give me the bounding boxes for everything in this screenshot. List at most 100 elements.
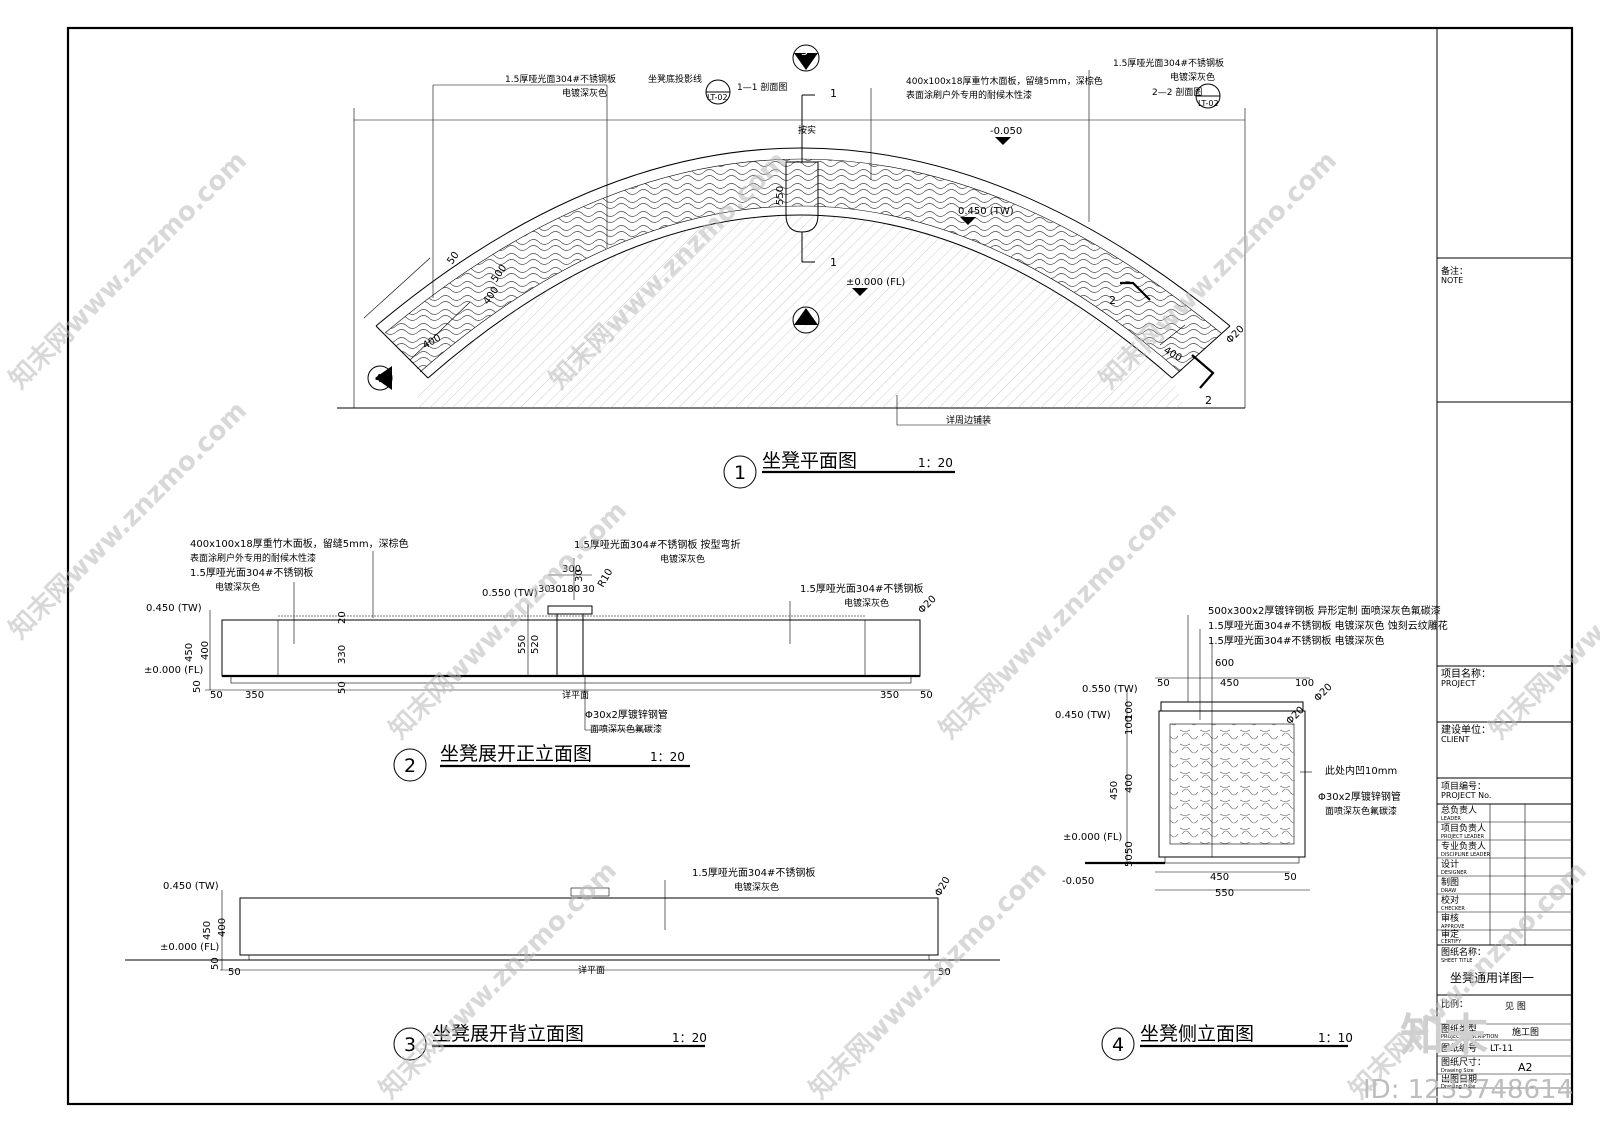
svg-text:PROJECT LEADER: PROJECT LEADER [1441,834,1485,840]
front-scale: 1：20 [650,750,685,764]
back-steel-l2: 电镀深灰色 [734,881,779,893]
back-title: 坐凳展开背立面图 [432,1023,584,1045]
front-dim-30a: 30 [538,584,551,595]
callout-2: 2 [792,306,820,334]
side-dim-550: 550 [1215,888,1234,899]
svg-text:知末网www.znzmo.com: 知末网www.znzmo.com [4,146,253,395]
plan-steel-r1: 1.5厚哑光面304#不锈钢板 [1113,57,1224,69]
svg-text:APPROVE: APPROVE [1441,924,1464,930]
side-dim-600: 600 [1215,658,1234,669]
front-level-fl: ±0.000 (FL) [144,665,203,676]
svg-text:LEADER: LEADER [1441,816,1461,822]
tb-desc-cn: 图纸类型 [1441,1023,1477,1035]
watermark-logo: 知末 [1400,1010,1488,1061]
tb-client-cn: 建设单位： [1441,723,1491,736]
side-dim-450v: 450 [1109,781,1120,800]
tb-sheet-title-en: SHEET TITLE [1441,958,1472,964]
callout-4: 4 [367,365,393,391]
title-block [1436,28,1572,1104]
svg-text:审核: 审核 [1441,912,1459,924]
tb-desc-val: 施工图 [1512,1026,1539,1038]
plan-sec22: 2—2 剖面图 [1152,86,1202,98]
front-elevation [205,551,930,731]
plan-wood-l1: 400x100x18厚重竹木面板，留缝5mm，深棕色 [906,75,1103,87]
side-dim-450a: 450 [1220,678,1239,689]
back-dim-450: 450 [202,921,213,940]
svg-text:总负责人: 总负责人 [1441,804,1477,816]
front-dim-520: 520 [530,635,541,654]
tb-project-cn: 项目名称： [1441,667,1491,680]
tb-size-cn: 图纸尺寸： [1441,1056,1486,1068]
front-pipe-l2: 面喷深灰色氟碳漆 [590,723,662,735]
plan-mark-2b: 2 [1205,394,1212,407]
side-dim-100a: 100 [1295,678,1314,689]
front-level-550: 0.550 (TW) [482,588,538,599]
svg-text:知末网www.znzmo.com: 知末网www.znzmo.com [4,396,253,645]
tb-projno-en: PROJECT No. [1441,791,1491,800]
plan-level-top: -0.050 [990,126,1022,137]
front-dim-30d: 30 [574,569,585,582]
front-steel-l1: 1.5厚哑光面304#不锈钢板 [190,566,313,579]
svg-text:3: 3 [801,45,808,58]
callout-sec11 [705,79,731,105]
tb-client-en: CLIENT [1441,735,1469,744]
plan-mark-1b: 1 [830,256,837,269]
callout-sec22 [1195,83,1221,109]
plan-sec11-code: LT-02 [707,93,728,102]
svg-text:知末网www.znzmo.com: 知末网www.znzmo.com [374,856,623,1105]
side-dim-450b: 450 [1210,872,1229,883]
side-note-3: 1.5厚哑光面304#不锈钢板 电镀深灰色 [1208,634,1385,647]
tb-date-en: Drawing Date [1441,1084,1475,1090]
front-dim-r10: R10 [596,567,615,590]
tb-no-val: LT-11 [1490,1044,1513,1054]
front-title-circle [393,748,427,782]
svg-text:DISCIPLINE LEADER: DISCIPLINE LEADER [1441,852,1491,858]
front-dim-180: 180 [561,584,580,595]
front-wood-l1: 400x100x18厚重竹木面板，留缝5mm，深棕色 [190,537,409,550]
side-dim-phi20a: Φ20 [1312,682,1334,704]
back-detail: 详平面 [578,964,605,976]
front-dim-50b: 50 [920,690,933,701]
tb-desc-en: PROJECT DESCRIPTION [1441,1034,1498,1040]
svg-text:设计: 设计 [1441,858,1459,870]
svg-text:专业负责人: 专业负责人 [1441,840,1486,852]
front-dim-300: 300 [562,564,581,575]
sheet-border [66,26,1574,1106]
front-dim-30c: 30 [582,584,595,595]
tb-scale-cn: 比例： [1441,998,1468,1010]
side-title: 坐凳侧立面图 [1140,1023,1254,1045]
front-dim-50c: 50 [337,681,348,694]
front-right-l1: 1.5厚哑光面304#不锈钢板 [800,582,923,595]
tb-project-en: PROJECT [1441,679,1476,688]
side-scale: 1：10 [1318,1031,1353,1045]
front-title-num: 2 [404,755,416,777]
plan-join: 按实 [798,124,816,136]
front-dim-450: 450 [184,643,195,662]
side-elevation [1085,615,1312,891]
back-dim-50a: 50 [228,967,241,978]
side-inset: 此处内凹10mm [1325,764,1397,777]
front-dim-50a: 50 [210,690,223,701]
side-level-fl: ±0.000 (FL) [1063,832,1122,843]
side-note-2: 1.5厚哑光面304#不锈钢板 电镀深灰色 蚀刻云纹雕花 [1208,619,1448,632]
side-note-1: 500x300x2厚镀锌钢板 异形定制 面喷深灰色氟碳漆 [1208,604,1441,617]
plan-dim-50: 50 [445,250,461,267]
front-right-l2: 电镀深灰色 [844,597,889,609]
back-level-450: 0.450 (TW) [163,881,219,892]
back-level-fl: ±0.000 (FL) [160,942,219,953]
side-dim-400v: 400 [1124,774,1135,793]
front-dim-50v: 50 [192,680,203,693]
side-dim-50v: 50 [1124,841,1135,854]
tb-size-val: A2 [1518,1061,1533,1074]
svg-text:4: 4 [375,372,382,385]
plan-level-fl: ±0.000 (FL) [846,277,905,288]
plan-steel-top-l1: 1.5厚哑光面304#不锈钢板 [505,73,616,85]
tb-size-en: Drawing Size [1441,1068,1474,1074]
plan-view [337,70,1246,426]
plan-steel-r2: 电镀深灰色 [1170,71,1215,83]
front-title: 坐凳展开正立面图 [440,743,592,765]
callout-3: 3 [792,44,820,72]
svg-text:知末网www.znzmo.com: 知末网www.znzmo.com [1484,496,1600,745]
